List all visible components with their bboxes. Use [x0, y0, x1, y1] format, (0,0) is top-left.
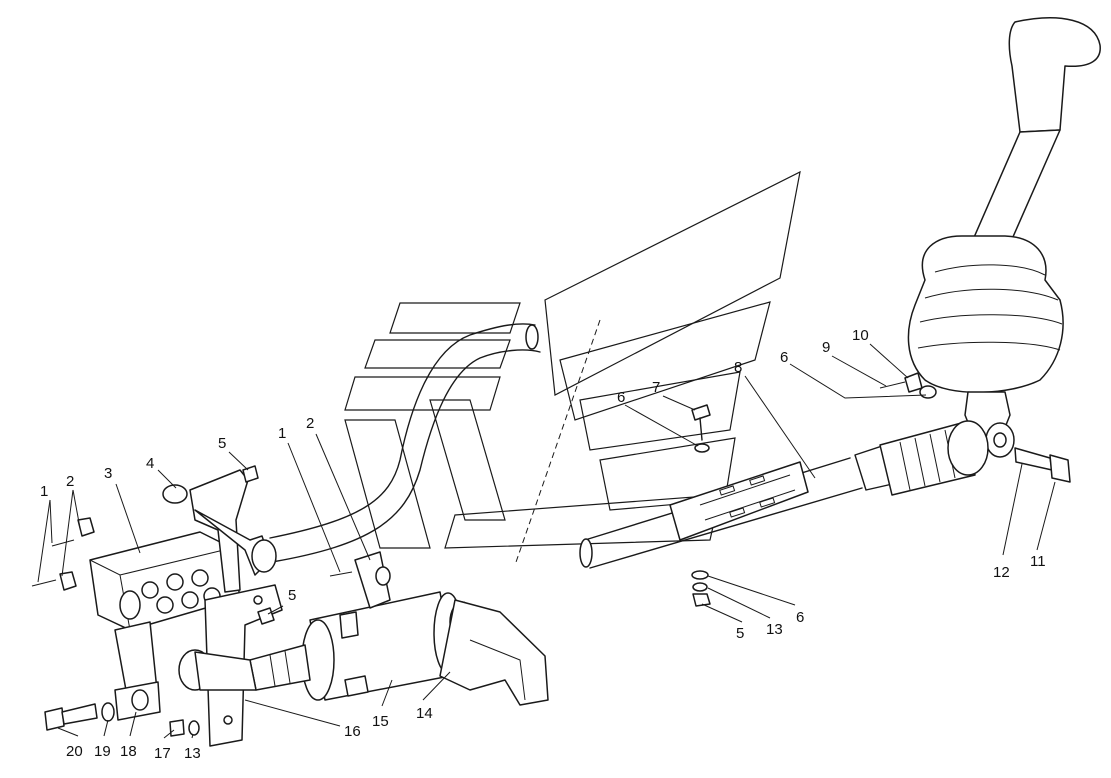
callout-13: 13	[184, 745, 201, 762]
callout-4: 4	[146, 455, 154, 472]
callout-11: 11	[1030, 553, 1046, 570]
callout-5: 5	[736, 625, 744, 642]
shift-mechanism-block	[31, 465, 277, 737]
leader-lines	[37, 343, 1056, 739]
callout-2: 2	[66, 473, 74, 490]
callout-8: 8	[734, 359, 742, 376]
callout-10: 10	[852, 327, 869, 344]
actuator-cylinder	[178, 551, 549, 747]
callout-17: 17	[154, 745, 171, 762]
callout-15: 15	[372, 713, 389, 730]
callout-1: 1	[278, 425, 286, 442]
callout-labels: 1 2 3 4 5 1 2 5 6 7 8 6 9 10 12 11 6 13 …	[40, 327, 1046, 762]
callout-3: 3	[104, 465, 112, 482]
callout-6: 6	[796, 609, 804, 626]
callout-6: 6	[780, 349, 788, 366]
callout-5: 5	[288, 587, 296, 604]
callout-19: 19	[94, 743, 111, 760]
callout-14: 14	[416, 705, 433, 722]
callout-6: 6	[617, 389, 625, 406]
callout-1: 1	[40, 483, 48, 500]
callout-16: 16	[344, 723, 361, 740]
shift-rod	[269, 323, 541, 563]
fasteners-upper	[691, 372, 937, 607]
callout-12: 12	[993, 564, 1010, 581]
callout-7: 7	[652, 379, 660, 396]
gear-lever-assembly	[879, 17, 1101, 496]
callout-5: 5	[218, 435, 226, 452]
callout-2: 2	[306, 415, 314, 432]
callout-9: 9	[822, 339, 830, 356]
callout-20: 20	[66, 743, 83, 760]
shift-tube	[579, 439, 911, 569]
callout-13: 13	[766, 621, 783, 638]
callout-18: 18	[120, 743, 137, 760]
